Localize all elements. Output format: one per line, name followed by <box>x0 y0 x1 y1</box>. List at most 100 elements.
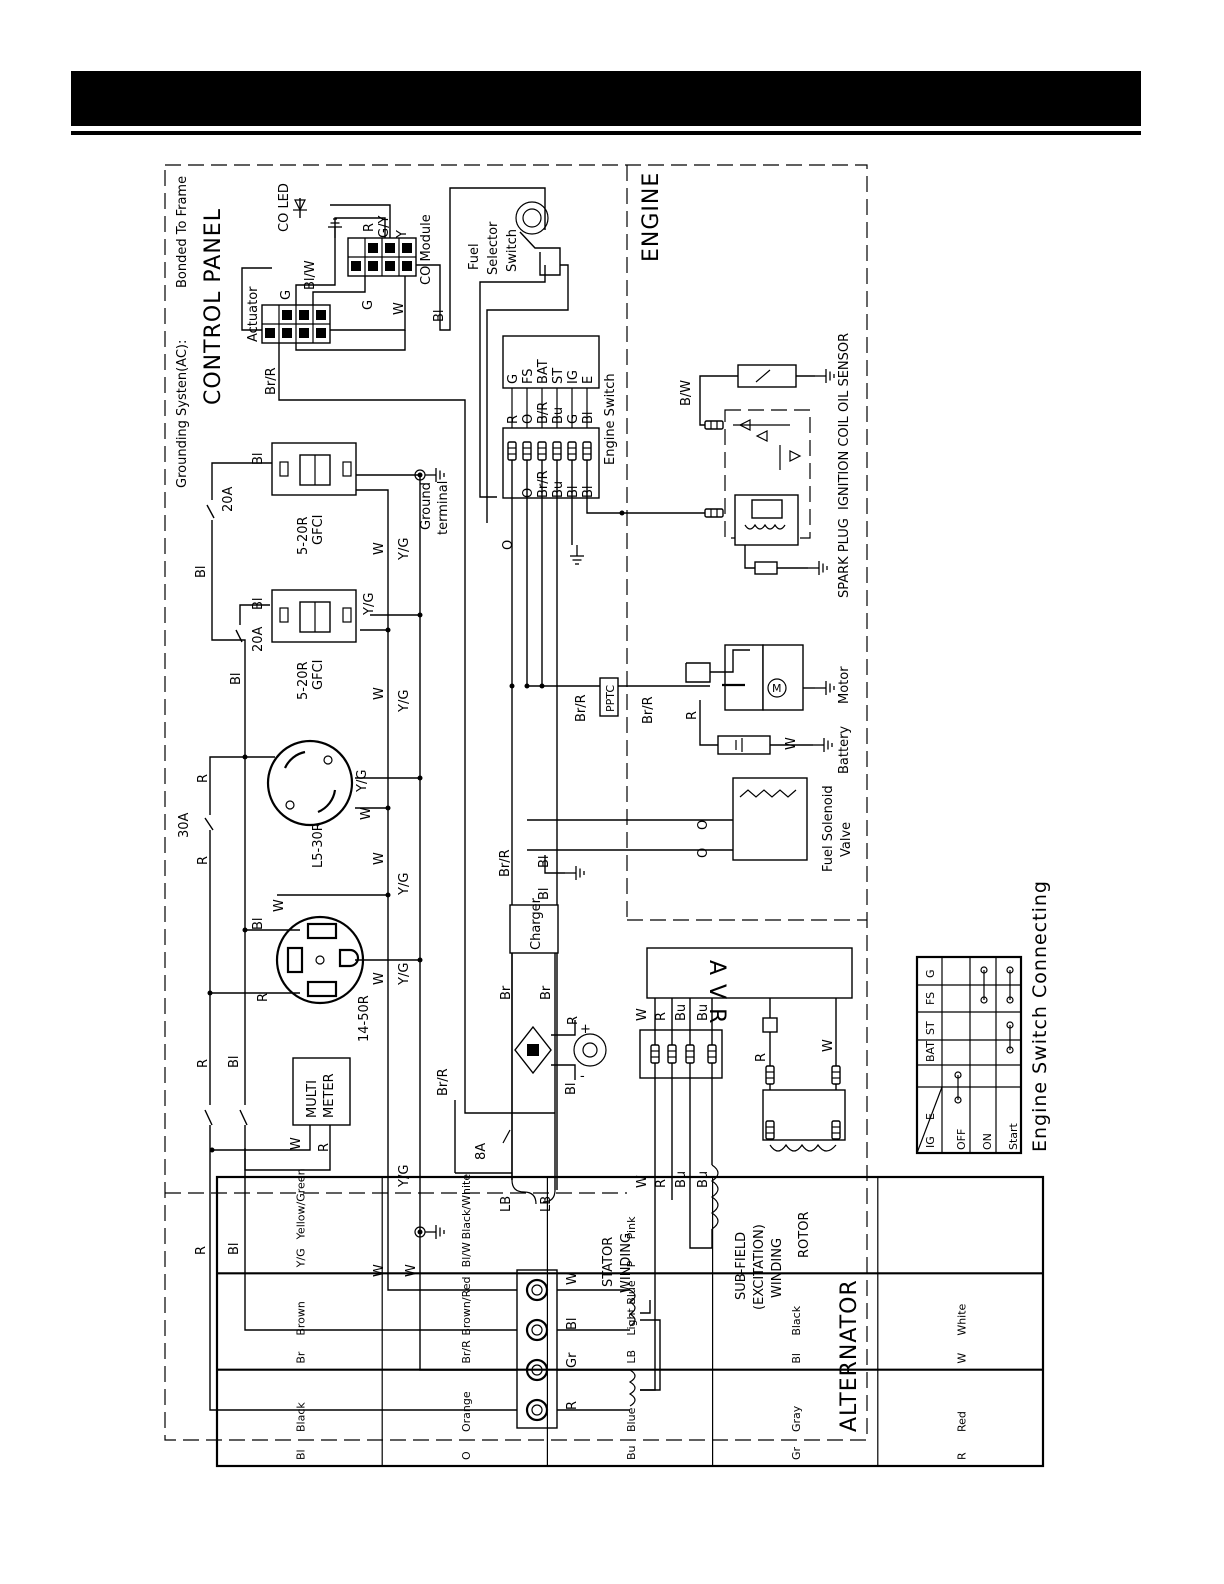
wire-label: W <box>372 972 387 985</box>
charger: Charger <box>509 897 559 1190</box>
wire-label: Bl <box>227 1242 242 1255</box>
legend-code: Bl <box>295 1449 308 1460</box>
engine-switch-terminal: IG <box>566 370 581 384</box>
multimeter-label-2: METER <box>322 1073 337 1118</box>
wire-label: Bl <box>564 1082 579 1095</box>
wire-label: W <box>392 302 407 315</box>
engine-switch-label: Engine Switch <box>603 373 618 465</box>
engine-switch-lower-wire: Bl <box>581 485 596 498</box>
wire-label: Bl <box>565 1317 580 1330</box>
wire-label: W <box>289 1137 304 1150</box>
engine-switch-terminal: ST <box>551 368 566 384</box>
component-label: WINDING <box>770 1238 785 1298</box>
component-label: Switch <box>505 229 520 272</box>
component-label: GFCI <box>311 660 326 690</box>
avr: A V R <box>639 947 853 1391</box>
wire-label: O <box>696 820 711 830</box>
engine-switch-wire: B/R <box>536 402 551 424</box>
component-label: Valve <box>839 822 854 857</box>
wire-label: Y/G <box>397 963 412 986</box>
wire-label: Br/R <box>264 367 279 395</box>
wire-label: Bu <box>674 1004 689 1021</box>
engine-switch-lower-wire: Bl <box>566 485 581 498</box>
legend-name: Red <box>955 1411 968 1432</box>
wire-label: Gr <box>565 1352 580 1368</box>
switch-table-row: ON <box>981 1133 994 1150</box>
engine-switch-terminal: BAT <box>536 359 551 384</box>
wire-label: G <box>361 300 376 310</box>
legend-name: Pink <box>625 1216 638 1239</box>
wire-label: Bl <box>251 917 266 930</box>
engine-switch-wire: Bu <box>551 407 566 424</box>
wire-label: W <box>359 807 374 820</box>
wire-label: Br <box>539 985 554 1000</box>
wire-label: R <box>654 1179 669 1188</box>
component-label: STATOR <box>601 1237 616 1287</box>
legend-code: Br <box>295 1351 308 1364</box>
wire-label: Br/R <box>574 694 589 722</box>
co-module-connector <box>347 237 417 277</box>
wire-label: R <box>317 1143 332 1152</box>
wire-label: Bl <box>229 672 244 685</box>
wire-label: Br <box>499 985 514 1000</box>
engine-switch-terminal: G <box>506 374 521 384</box>
legend-name: Brown/Red <box>460 1277 473 1336</box>
wire-label: W <box>635 1008 650 1021</box>
wire-label: Y <box>395 230 410 239</box>
bridge-rectifier: + - <box>514 1020 607 1084</box>
wire-label: W <box>565 1272 580 1285</box>
wire-label: O <box>696 848 711 858</box>
component-label: 14-50R <box>357 995 372 1042</box>
wire-label: Bu <box>674 1171 689 1188</box>
engine-switch-wire: Bl <box>581 411 596 424</box>
fuel-selector-switch <box>479 201 569 523</box>
component-label: Fuel Solenoid <box>821 785 836 872</box>
wire-label: R <box>196 856 211 865</box>
legend-name: Gray <box>790 1405 803 1432</box>
wire-label: W <box>272 899 287 912</box>
wire-label: Bl/W <box>303 260 318 290</box>
legend-code: W <box>955 1353 968 1364</box>
wire-label: R <box>194 1246 209 1255</box>
legend-name: Light Blue <box>625 1280 638 1336</box>
wire-label: R <box>256 993 271 1002</box>
component-label: IGNITION COIL <box>837 416 852 510</box>
wire-label: Y/G <box>355 770 370 793</box>
header-bar <box>71 71 1141 126</box>
charger-label: Charger <box>529 897 544 950</box>
fuel-solenoid-valve <box>732 777 808 861</box>
wire-label: Y/G <box>397 690 412 713</box>
wire-label: W <box>372 687 387 700</box>
switch-table-col: G <box>924 969 937 978</box>
component-label: Fuel <box>467 243 482 270</box>
wire-label: Bl <box>251 452 266 465</box>
engine-label: ENGINE <box>639 172 664 262</box>
control-panel-label: CONTROL PANEL <box>201 208 226 405</box>
multimeter-label-1: MULTI <box>305 1080 320 1118</box>
component-label: 5-20R <box>296 516 311 555</box>
motor-symbol: M <box>772 682 782 695</box>
wire-label: Y/G <box>397 538 412 561</box>
component-label: 20A <box>221 486 236 512</box>
14-50r-outlet <box>275 915 365 1005</box>
engine-switch-wire: R <box>506 415 521 424</box>
stator-terminal-block <box>516 1269 661 1429</box>
ac-wiring <box>204 462 517 1411</box>
wire-label: Bu <box>696 1004 711 1021</box>
gfci-outlet-top <box>271 442 357 496</box>
wire-label: R <box>654 1012 669 1021</box>
rectifier-plus: + <box>580 1022 591 1037</box>
grounding-note: Grounding Systen(AC): <box>175 340 190 488</box>
wire-label: Bl <box>537 855 552 868</box>
component-label: L5-30R <box>311 822 326 868</box>
component-label: SUB-FIELD <box>734 1232 749 1300</box>
wire-label: R <box>196 1059 211 1068</box>
avr-label: A V R <box>704 960 729 1024</box>
wire-label: Bl <box>194 565 209 578</box>
legend-name: White <box>955 1303 968 1335</box>
wire-label: Bl <box>537 887 552 900</box>
